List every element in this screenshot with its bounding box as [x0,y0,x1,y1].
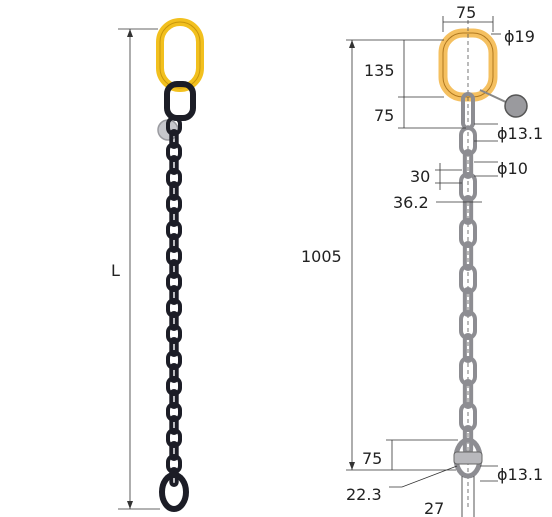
end-height-label: 75 [362,449,382,468]
con-dia-label: ϕ13.1 [497,124,543,143]
chain-link [459,218,477,248]
overall-arrow-bottom [349,462,355,470]
length-label: L [111,261,120,280]
chain-link [166,350,182,370]
ml-height-label: 135 [364,61,395,80]
chain-link [169,233,179,253]
ml-dia-label: ϕ19 [504,27,535,46]
chain-link [169,441,179,461]
chain-link [166,428,182,448]
chain-link [169,129,179,149]
chain-link [462,149,474,179]
chain-link [169,311,179,331]
chain-link [166,298,182,318]
chain-link [166,116,182,136]
overall-label: 1005 [301,247,342,266]
con-height-label: 75 [374,106,394,125]
chain-link [166,220,182,240]
tag-wire [479,89,511,105]
chain-link [169,415,179,435]
chain-link [169,363,179,383]
end-dia-label: ϕ13.1 [497,465,543,484]
chain-link [169,155,179,175]
chain-link [169,389,179,409]
ml-width-label: 75 [456,3,476,22]
end-inner-label: 22.3 [346,485,382,504]
right-tag-icon [504,94,528,118]
chain-link [166,194,182,214]
length-arrow-top [127,29,133,37]
left-sling-figure: L [108,18,204,512]
chain-link [462,195,474,225]
pitch-label: 30 [410,167,430,186]
chain-link [166,246,182,266]
length-arrow-bottom [127,501,133,509]
right-chain [459,126,477,455]
chain-width-label: 36.2 [393,193,429,212]
chain-link [166,142,182,162]
overall-label-bg [300,244,348,266]
chain-link [169,259,179,279]
left-master-link-outline [159,21,201,89]
overall-arrow-top [349,40,355,48]
chain-link [166,272,182,292]
chain-link [169,285,179,305]
chain-link [169,181,179,201]
chain-link [462,333,474,363]
end-inner-leader [389,465,458,488]
chain-link [459,402,477,432]
left-end-link [159,472,189,512]
right-end-clevis [453,451,483,465]
chain-link [462,287,474,317]
chain-link [169,207,179,227]
chain-link [169,337,179,357]
chain-link [166,168,182,188]
chain-link [462,241,474,271]
left-master-link [156,18,204,92]
chain-link [166,324,182,344]
end-width-label: 27 [424,499,444,517]
chain-link [462,379,474,409]
right-sling-figure: 75 ϕ19 135 75 ϕ13.1 ϕ10 30 36.2 [300,3,543,517]
chain-link [459,356,477,386]
chain-link [459,172,477,202]
left-connector-link [164,81,196,121]
chain-link [166,376,182,396]
left-chain [166,116,182,487]
chain-link [459,264,477,294]
chain-link [166,402,182,422]
length-label-bg [108,258,126,280]
chain-link [459,310,477,340]
chain-dia-label: ϕ10 [497,159,528,178]
